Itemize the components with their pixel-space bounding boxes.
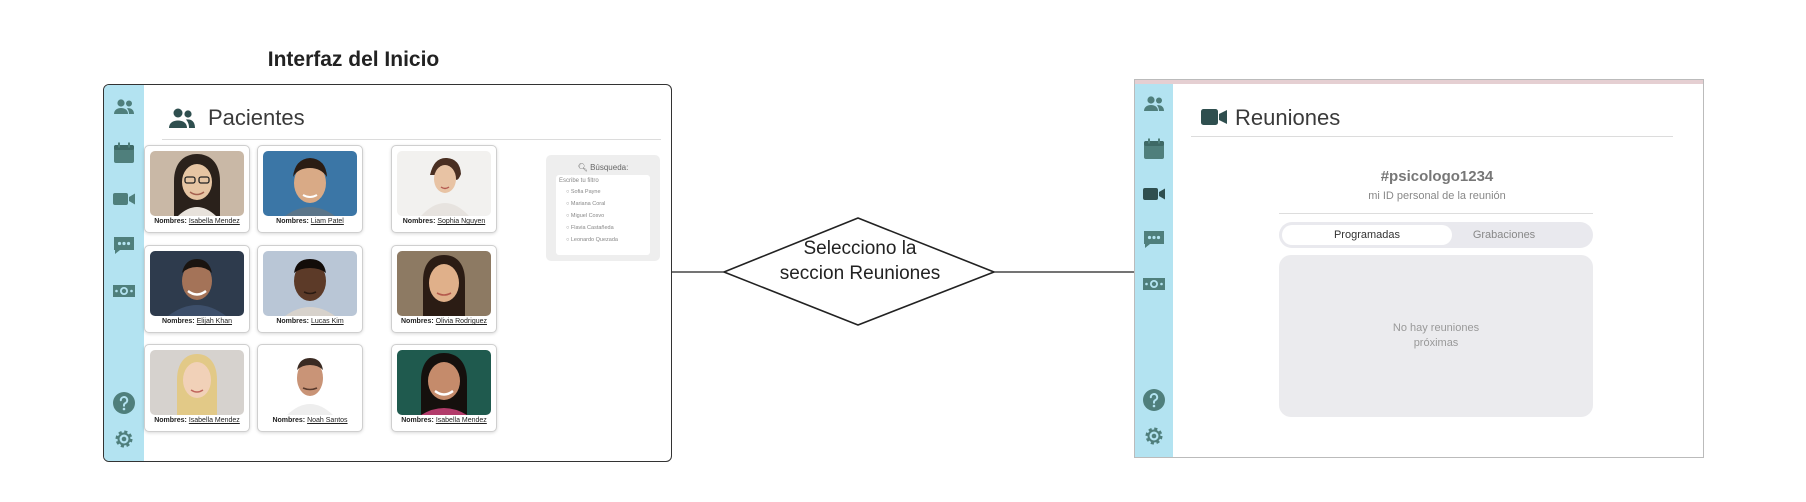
search-option[interactable]: ○ Miguel Cosvo bbox=[566, 213, 605, 219]
patient-name[interactable]: Elijah Khan bbox=[196, 318, 233, 325]
calendar-icon[interactable] bbox=[1142, 137, 1166, 161]
header-divider bbox=[1191, 136, 1673, 137]
patient-photo bbox=[263, 251, 357, 316]
help-icon[interactable] bbox=[112, 391, 136, 415]
patient-card[interactable]: Nombres: Liam Patel bbox=[257, 145, 363, 233]
search-option[interactable]: ○ Mariana Coral bbox=[566, 201, 606, 207]
meeting-room-id: #psicologo1234 bbox=[1380, 168, 1494, 185]
room-divider bbox=[1279, 213, 1593, 214]
patient-photo bbox=[397, 350, 491, 415]
help-icon[interactable] bbox=[1142, 388, 1166, 412]
caption-label: Nombres: bbox=[272, 417, 306, 424]
meetings-tabs: Programadas Grabaciones bbox=[1279, 222, 1593, 248]
patient-photo bbox=[397, 251, 491, 316]
money-icon[interactable] bbox=[112, 279, 136, 303]
search-placeholder: Escribe tu filtro bbox=[559, 178, 599, 184]
search-panel: 🔍︎ Búsqueda: Escribe tu filtro ○ Sofia P… bbox=[546, 155, 660, 261]
patient-card[interactable]: Nombres: Noah Santos bbox=[257, 344, 363, 432]
patient-photo bbox=[150, 151, 244, 216]
caption-label: Nombres: bbox=[402, 218, 436, 225]
caption-label: Nombres: bbox=[154, 218, 187, 225]
patient-name[interactable]: Isabella Mendez bbox=[435, 417, 487, 424]
empty-state-message: No hay reuniones próximas bbox=[1392, 322, 1480, 349]
meetings-screen: Reuniones #psicologo1234 mi ID personal … bbox=[1134, 79, 1704, 458]
patient-photo bbox=[397, 151, 491, 216]
search-option[interactable]: ○ Flavia Castañeda bbox=[566, 225, 614, 231]
decision-label: Selecciono la seccion Reuniones bbox=[760, 236, 960, 286]
sidebar bbox=[1135, 84, 1173, 457]
caption-label: Nombres: bbox=[276, 218, 309, 225]
settings-icon[interactable] bbox=[112, 427, 136, 451]
window-top-strip bbox=[1135, 80, 1703, 84]
calendar-icon[interactable] bbox=[112, 141, 136, 165]
meeting-room-id-caption: mi ID personal de la reunión bbox=[1368, 190, 1506, 202]
search-option[interactable]: ○ Sofia Payne bbox=[566, 189, 601, 195]
patient-card[interactable]: Nombres: Olivia Rodriguez bbox=[391, 245, 497, 333]
patient-name[interactable]: Lucas Kim bbox=[310, 318, 344, 325]
patients-screen: Pacientes Nombres: Isabella Mendez Nombr… bbox=[103, 84, 672, 462]
patient-photo bbox=[263, 350, 357, 415]
diagram-title: Interfaz del Inicio bbox=[267, 48, 440, 71]
caption-label: Nombres: bbox=[401, 417, 434, 424]
decision-line-2: seccion Reuniones bbox=[779, 263, 941, 284]
patient-name[interactable]: Isabella Mendez bbox=[188, 417, 240, 424]
search-option[interactable]: ○ Leonardo Quezada bbox=[566, 237, 618, 243]
page-title: Reuniones bbox=[1235, 105, 1341, 130]
caption-label: Nombres: bbox=[154, 417, 187, 424]
tab-scheduled[interactable]: Programadas bbox=[1282, 225, 1452, 245]
patient-card[interactable]: Nombres: Sophia Nguyen bbox=[391, 145, 497, 233]
video-camera-icon[interactable] bbox=[112, 187, 136, 211]
decision-line-1: Selecciono la bbox=[803, 238, 917, 259]
users-icon[interactable] bbox=[112, 95, 136, 119]
patient-card[interactable]: Nombres: Elijah Khan bbox=[144, 245, 250, 333]
caption-label: Nombres: bbox=[276, 318, 310, 325]
patient-name[interactable]: Liam Patel bbox=[310, 218, 344, 225]
settings-icon[interactable] bbox=[1142, 424, 1166, 448]
patient-card[interactable]: Nombres: Isabella Mendez bbox=[144, 145, 250, 233]
page-title: Pacientes bbox=[208, 105, 305, 130]
search-input[interactable]: Escribe tu filtro ○ Sofia Payne ○ Marian… bbox=[556, 175, 650, 255]
patient-name[interactable]: Isabella Mendez bbox=[188, 218, 240, 225]
patient-name[interactable]: Olivia Rodriguez bbox=[435, 318, 487, 325]
meetings-list: No hay reuniones próximas bbox=[1279, 255, 1593, 417]
patients-heading-icon bbox=[169, 108, 195, 128]
caption-label: Nombres: bbox=[401, 318, 434, 325]
money-icon[interactable] bbox=[1142, 272, 1166, 296]
sidebar bbox=[104, 85, 144, 461]
patient-card[interactable]: Nombres: Lucas Kim bbox=[257, 245, 363, 333]
patient-photo bbox=[150, 251, 244, 316]
decision-diamond bbox=[723, 217, 995, 326]
chat-bubble-icon[interactable] bbox=[112, 233, 136, 257]
patient-name[interactable]: Sophia Nguyen bbox=[437, 218, 486, 225]
search-title: Búsqueda: bbox=[590, 163, 629, 172]
patient-photo bbox=[150, 350, 244, 415]
meetings-heading-icon bbox=[1201, 109, 1227, 125]
patient-photo bbox=[263, 151, 357, 216]
patient-card[interactable]: Nombres: Isabella Mendez bbox=[144, 344, 250, 432]
video-camera-icon[interactable] bbox=[1142, 182, 1166, 206]
patient-name[interactable]: Noah Santos bbox=[307, 417, 348, 424]
search-icon: 🔍︎ bbox=[577, 163, 588, 172]
chat-bubble-icon[interactable] bbox=[1142, 227, 1166, 251]
caption-label: Nombres: bbox=[161, 318, 195, 325]
header-divider bbox=[162, 139, 661, 140]
users-icon[interactable] bbox=[1142, 92, 1166, 116]
patient-card[interactable]: Nombres: Isabella Mendez bbox=[391, 344, 497, 432]
tab-recordings[interactable]: Grabaciones bbox=[1472, 229, 1536, 241]
